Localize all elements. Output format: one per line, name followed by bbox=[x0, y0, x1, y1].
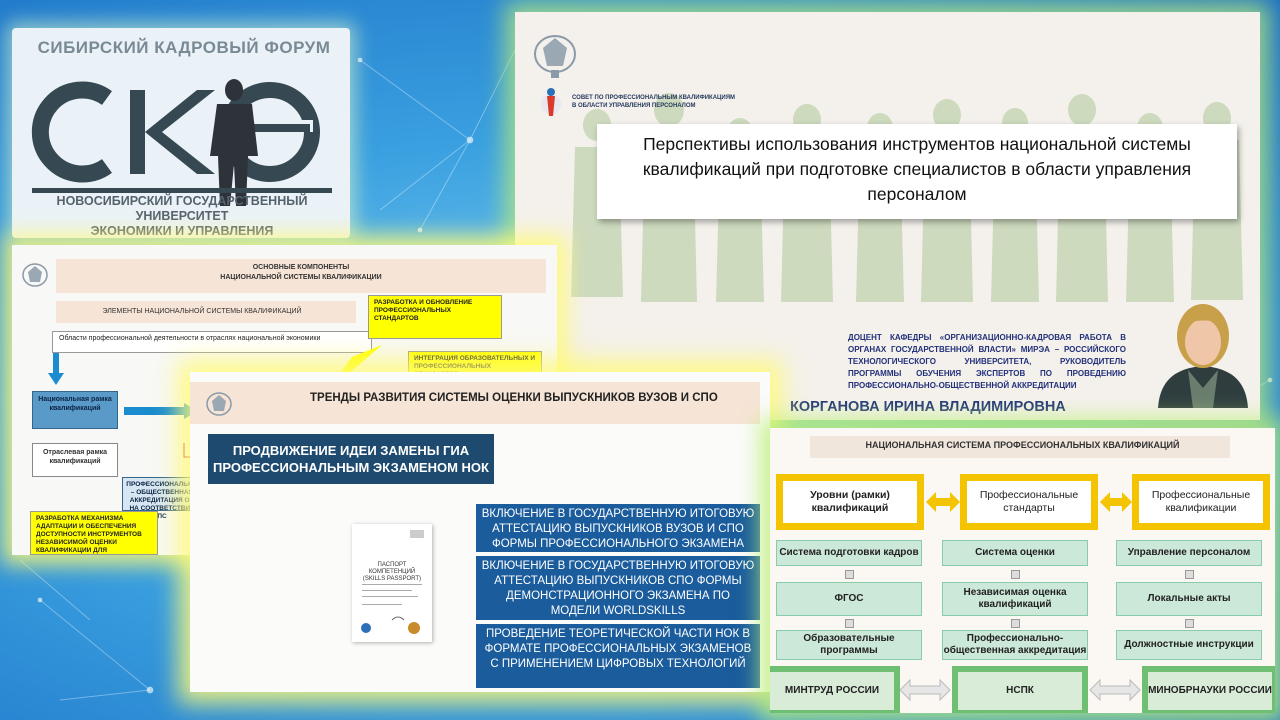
connector bbox=[1011, 619, 1020, 628]
col2-row1: Система оценки bbox=[942, 540, 1088, 566]
col3-row1: Управление персоналом bbox=[1116, 540, 1262, 566]
trend-item-3: ПРОВЕДЕНИЕ ТЕОРЕТИЧЕСКОЙ ЧАСТИ НОК В ФОР… bbox=[476, 624, 760, 688]
council-logo-icon bbox=[541, 88, 561, 116]
head-qualifications-label: Профессиональные квалификации bbox=[1139, 481, 1263, 523]
yellow-box-standards: РАЗРАБОТКА И ОБНОВЛЕНИЕ ПРОФЕССИОНАЛЬНЫХ… bbox=[368, 295, 502, 339]
presentation-title: Перспективы использования инструментов н… bbox=[597, 124, 1237, 219]
assessment-trends-slide: ТРЕНДЫ РАЗВИТИЯ СИСТЕМЫ ОЦЕНКИ ВЫПУСКНИК… bbox=[190, 372, 770, 692]
col1-row3: Образовательные программы bbox=[776, 630, 922, 660]
connector bbox=[1185, 570, 1194, 579]
university-line1: НОВОСИБИРСКИЙ ГОСУДАРСТВЕННЫЙ УНИВЕРСИТЕ… bbox=[56, 194, 308, 223]
skills-passport-image: ПАСПОРТ КОМПЕТЕНЦИЙ (SKILLS PASSPORT) bbox=[352, 524, 432, 642]
accreditation-box: ПРОФЕССИОНАЛЬНО – ОБЩЕСТВЕННАЯ АККРЕДИТА… bbox=[122, 477, 202, 520]
silhouette-figure bbox=[210, 79, 258, 206]
gia-replacement-box: ПРОДВИЖЕНИЕ ИДЕИ ЗАМЕНЫ ГИА ПРОФЕССИОНАЛ… bbox=[208, 434, 494, 484]
presenter-photo bbox=[1158, 304, 1248, 408]
main-title-slide: СОВЕТ ПО ПРОФЕССИОНАЛЬНЫМ КВАЛИФИКАЦИЯМ … bbox=[515, 12, 1260, 420]
elements-band bbox=[56, 301, 356, 323]
emblem-icon bbox=[534, 35, 576, 78]
head-standards-label: Профессиональные стандарты bbox=[967, 481, 1091, 523]
connector bbox=[845, 570, 854, 579]
connector bbox=[845, 619, 854, 628]
col1-row1: Система подготовки кадров bbox=[776, 540, 922, 566]
col2-row3: Профессионально-общественная аккредитаци… bbox=[942, 630, 1088, 660]
connector bbox=[1011, 570, 1020, 579]
prof-areas-box: Области профессиональной деятельности в … bbox=[52, 331, 372, 353]
emblem-icon bbox=[22, 263, 48, 287]
head-standards: Профессиональные стандарты bbox=[960, 474, 1098, 530]
head-levels: Уровни (рамки) квалификаций bbox=[776, 474, 924, 530]
left-title-line2: НАЦИОНАЛЬНОЙ СИСТЕМЫ КВАЛИФИКАЦИИ bbox=[220, 274, 382, 281]
industry-frame-box: Отраслевая рамка квалификаций bbox=[32, 443, 118, 477]
trend-item-1: ВКЛЮЧЕНИЕ В ГОСУДАРСТВЕННУЮ ИТОГОВУЮ АТТ… bbox=[476, 504, 760, 565]
presenter-position: ДОЦЕНТ КАФЕДРЫ «ОРГАНИЗАЦИОННО-КАДРОВАЯ … bbox=[848, 333, 1126, 390]
left-title-line1: ОСНОВНЫЕ КОМПОНЕНТЫ bbox=[252, 264, 350, 271]
right-title-band bbox=[810, 436, 1230, 458]
forum-name: СИБИРСКИЙ КАДРОВЫЙ ФОРУМ bbox=[37, 38, 331, 57]
left-title-band bbox=[56, 259, 546, 293]
head-qualifications: Профессиональные квалификации bbox=[1132, 474, 1270, 530]
university-name: НОВОСИБИРСКИЙ ГОСУДАРСТВЕННЫЙ УНИВЕРСИТЕ… bbox=[22, 194, 342, 238]
col2-row2: Независимая оценка квалификаций bbox=[942, 582, 1088, 616]
skf-monogram-logo bbox=[31, 79, 332, 206]
passport-title-line: ПАСПОРТ КОМПЕТЕНЦИЙ bbox=[368, 562, 416, 575]
national-frame-box: Национальная рамка квалификаций bbox=[32, 391, 118, 429]
council-line2: В ОБЛАСТИ УПРАВЛЕНИЯ ПЕРСОНАЛОМ bbox=[572, 103, 696, 109]
nspk-structure-slide: НАЦИОНАЛЬНАЯ СИСТЕМА ПРОФЕССИОНАЛЬНЫХ КВ… bbox=[770, 428, 1275, 713]
minobrnauki-box: МИНОБРНАУКИ РОССИИ bbox=[1142, 666, 1275, 713]
presenter-name: КОРГАНОВА ИРИНА ВЛАДИМИРОВНА bbox=[790, 399, 1066, 415]
center-slide-title: ТРЕНДЫ РАЗВИТИЯ СИСТЕМЫ ОЦЕНКИ ВЫПУСКНИК… bbox=[310, 392, 718, 404]
head-levels-label: Уровни (рамки) квалификаций bbox=[783, 481, 917, 523]
right-slide-title: НАЦИОНАЛЬНАЯ СИСТЕМА ПРОФЕССИОНАЛЬНЫХ КВ… bbox=[865, 440, 1180, 450]
trend-item-2: ВКЛЮЧЕНИЕ В ГОСУДАРСТВЕННУЮ ИТОГОВУЮ АТТ… bbox=[476, 556, 760, 620]
center-title-band bbox=[190, 382, 760, 424]
col3-row2: Локальные акты bbox=[1116, 582, 1262, 616]
passport-subtitle-line: (SKILLS PASSPORT) bbox=[362, 576, 422, 582]
left-slide-title: ОСНОВНЫЕ КОМПОНЕНТЫ НАЦИОНАЛЬНОЙ СИСТЕМЫ… bbox=[56, 263, 546, 283]
col3-row3: Должностные инструкции bbox=[1116, 630, 1262, 660]
mintrud-box: МИНТРУД РОССИИ bbox=[770, 666, 900, 713]
passport-title: ПАСПОРТ КОМПЕТЕНЦИЙ (SKILLS PASSPORT) bbox=[360, 562, 424, 583]
nspk-box: НСПК bbox=[952, 666, 1088, 713]
emblem-icon bbox=[206, 392, 232, 416]
forum-logo: СИБИРСКИЙ КАДРОВЫЙ ФОРУМ НОВОСИБИРСКИЙ Г… bbox=[12, 28, 350, 238]
yellow-box-adaptation: РАЗРАБОТКА МЕХАНИЗМА АДАПТАЦИИ И ОБЕСПЕЧ… bbox=[30, 511, 158, 555]
connector bbox=[1185, 619, 1194, 628]
university-line2: ЭКОНОМИКИ И УПРАВЛЕНИЯ bbox=[90, 224, 274, 238]
passport-seal-icon bbox=[361, 530, 424, 634]
elements-label: ЭЛЕМЕНТЫ НАЦИОНАЛЬНОЙ СИСТЕМЫ КВАЛИФИКАЦ… bbox=[102, 308, 302, 315]
double-arrows bbox=[899, 492, 1141, 702]
council-line1: СОВЕТ ПО ПРОФЕССИОНАЛЬНЫМ КВАЛИФИКАЦИЯМ bbox=[572, 95, 736, 101]
col1-row2: ФГОС bbox=[776, 582, 922, 616]
council-name: СОВЕТ ПО ПРОФЕССИОНАЛЬНЫМ КВАЛИФИКАЦИЯМ … bbox=[572, 94, 735, 110]
